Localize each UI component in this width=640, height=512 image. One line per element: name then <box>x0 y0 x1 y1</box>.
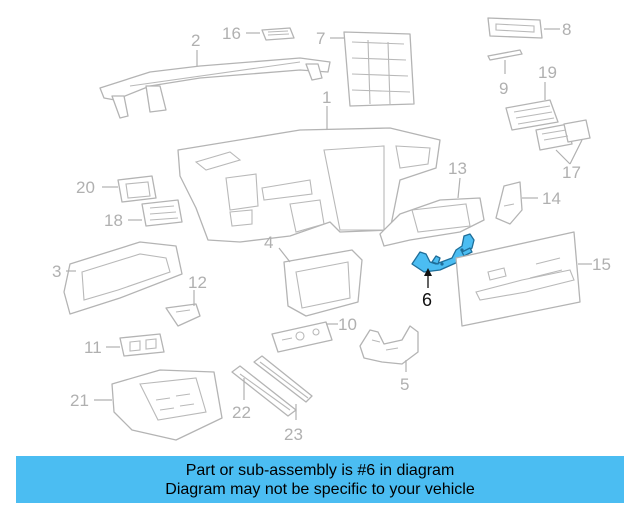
part-15-glovebox-panel <box>455 231 581 327</box>
part-3-side-panel <box>63 241 183 315</box>
part-22-label: 22 <box>232 403 251 422</box>
part-5-label: 5 <box>400 375 409 394</box>
part-23-trim <box>253 355 313 403</box>
part-11-label: 11 <box>84 338 102 357</box>
part-14-end-cap <box>495 181 523 225</box>
part-1-instrument-panel <box>177 127 441 243</box>
part-20-vent <box>117 175 157 203</box>
part-3-label: 3 <box>52 262 61 281</box>
part-16-vent <box>261 27 295 41</box>
part-23-label: 23 <box>284 425 303 444</box>
part-9-label: 9 <box>499 79 508 98</box>
part-7-junction-box <box>343 31 415 107</box>
part-18-vent <box>141 199 183 227</box>
part-1-label: 1 <box>322 88 331 107</box>
part-6-hole <box>460 248 464 252</box>
part-18-label: 18 <box>104 211 123 230</box>
part-21-label: 21 <box>70 391 89 410</box>
part-6-label: 6 <box>422 290 432 310</box>
part-4-label: 4 <box>264 233 273 252</box>
part-19-vent <box>505 99 559 131</box>
parts-diagram: 2 16 7 8 9 19 17 <box>52 17 611 444</box>
part-8-tray <box>487 17 543 39</box>
info-banner: Part or sub-assembly is #6 in diagram Di… <box>16 456 624 503</box>
banner-line-1: Part or sub-assembly is #6 in diagram <box>185 462 455 479</box>
part-12-bracket <box>165 303 201 327</box>
part-10-label: 10 <box>338 315 357 334</box>
part-8-label: 8 <box>562 20 571 39</box>
part-2-label: 2 <box>191 31 200 50</box>
part-11-switch-block <box>119 333 165 357</box>
banner-line-2: Diagram may not be specific to your vehi… <box>165 481 475 498</box>
part-16-label: 16 <box>222 24 241 43</box>
part-13-leader <box>457 177 461 199</box>
part-20-label: 20 <box>76 178 95 197</box>
part-17-label: 17 <box>562 163 581 182</box>
part-14-label: 14 <box>542 189 561 208</box>
part-21-console <box>111 369 223 441</box>
part-19-label: 19 <box>538 63 557 82</box>
part-15-label: 15 <box>592 255 611 274</box>
part-13-label: 13 <box>448 159 467 178</box>
part-12-label: 12 <box>188 273 207 292</box>
part-4-leader <box>278 247 291 263</box>
part-6-hole <box>440 262 444 266</box>
part-7-label: 7 <box>316 29 325 48</box>
part-2-cross-beam <box>99 57 331 119</box>
part-10-switch-panel <box>271 321 333 353</box>
part-4-glovebox-housing <box>283 249 363 317</box>
part-6-bracket-highlighted[interactable] <box>411 233 475 273</box>
part-17-vents <box>535 119 591 151</box>
part-9-trim-strip <box>487 49 523 61</box>
part-5-lower-bracket <box>359 325 419 365</box>
part-6-leader-arrow <box>424 268 432 276</box>
part-13-glovebox-door <box>379 197 485 247</box>
part-17-leader <box>555 139 583 165</box>
